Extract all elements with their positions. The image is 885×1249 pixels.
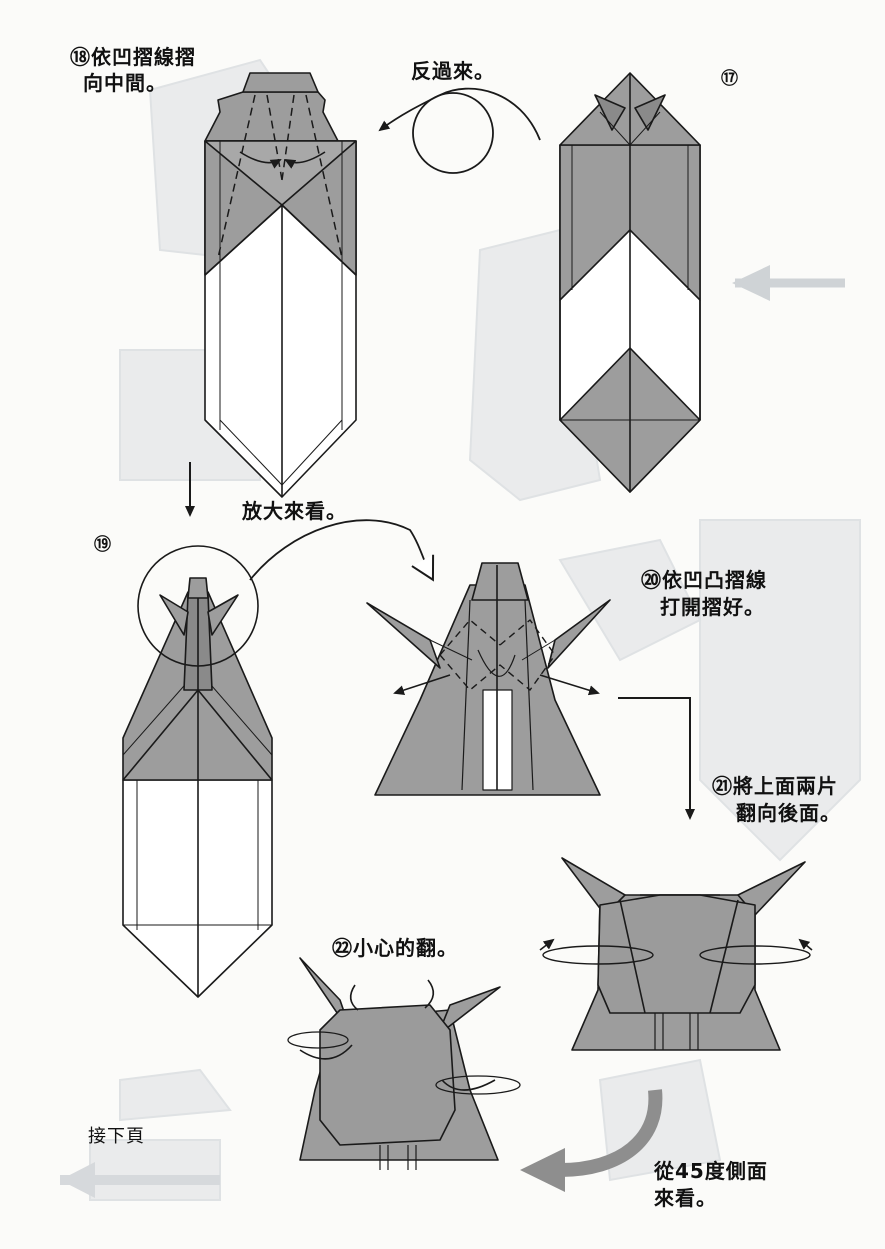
step-21-figure [539,857,813,1051]
next-page-note: 接下頁 [88,1126,145,1147]
step-18-instruction-line-1: ⑱依凹摺線摺 [70,45,196,69]
bleed-through-ghosts [89,58,861,1201]
ghost-arrow-head [60,1162,95,1198]
zoom-arrow [249,519,435,582]
view-45-arrow-head [520,1148,565,1192]
step-19-figure [122,577,273,998]
step-18-instruction-line-2: 向中間。 [83,71,167,95]
step-20-instruction-line-1: ⑳依凹凸摺線 [641,568,767,592]
zoom-note: 放大來看。 [242,499,347,523]
step-21-instruction-line-1: ㉑將上面兩片 [712,774,838,798]
ghost-arrow-right-head [732,265,770,301]
step-19-number: ⑲ [94,535,112,555]
step-22-instruction: ㉒小心的翻。 [332,936,458,960]
step-18-figure [204,72,357,498]
zoom-circle [137,545,259,667]
step-17-figure [559,72,701,493]
step-20-instruction-line-2: 打開摺好。 [660,595,765,619]
arrow-20-to-21 [618,697,695,820]
step-21-instruction-line-2: 翻向後面。 [736,801,841,825]
view-45-note-line-2: 來看。 [654,1186,717,1210]
step-22-figure [287,957,521,1170]
step-17-number: ⑰ [721,69,739,89]
flip-over-arrow [378,87,541,174]
view-45-note-line-1: 從45度側面 [654,1159,768,1183]
view-45-arrow [559,1089,663,1177]
step-20-figure [366,562,611,796]
flip-over-note: 反過來。 [411,59,495,83]
